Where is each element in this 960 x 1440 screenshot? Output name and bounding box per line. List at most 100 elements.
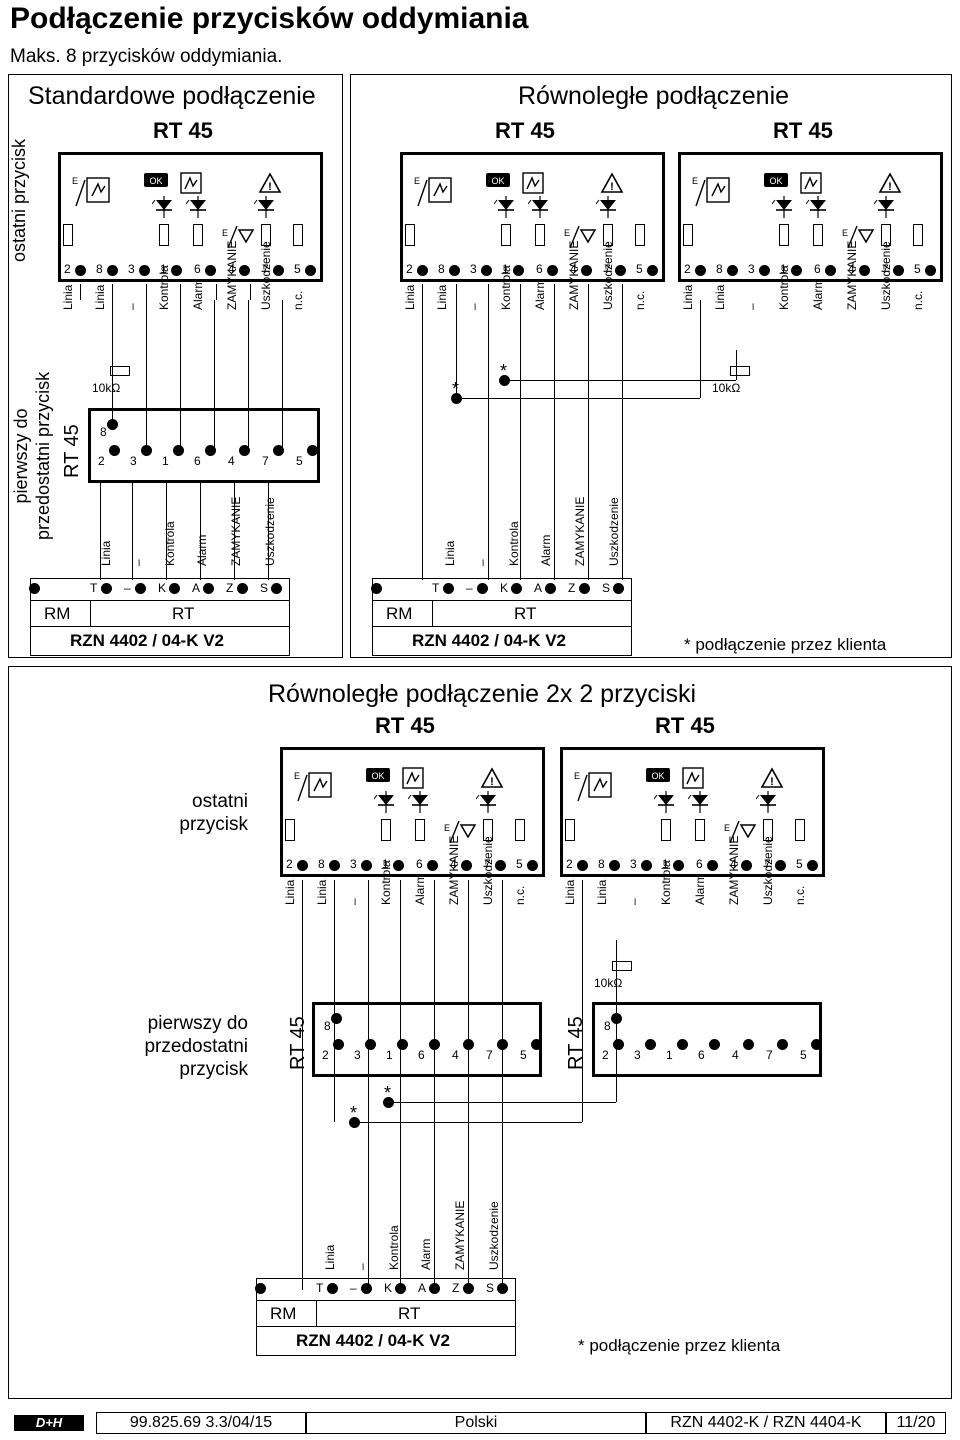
contact-block (535, 224, 545, 246)
wire (199, 480, 201, 580)
wire (433, 880, 435, 1290)
terminal-dot (332, 1038, 344, 1050)
panel-parallel (350, 74, 952, 658)
controller-terminal: Z (452, 1281, 460, 1295)
contact-block (483, 819, 493, 841)
terminal-number: 2 (98, 454, 105, 468)
terminal-dot (614, 264, 626, 276)
terminal-dot (238, 264, 250, 276)
ok-indicator-icon: OK (366, 768, 390, 782)
wire (735, 350, 737, 380)
rt45-side-label: RT 45 (61, 424, 83, 478)
terminal-number: 2 (286, 857, 293, 871)
terminal-number: 6 (194, 262, 201, 276)
terminal-number: 6 (536, 262, 543, 276)
footer: 99.825.69 3.3/04/15 Polski RZN 4402-K / … (0, 1412, 960, 1434)
terminal-label: Alarm (419, 1238, 433, 1270)
ok-indicator-icon: OK (144, 173, 168, 187)
wire (99, 480, 101, 580)
wire (615, 940, 617, 1102)
rt45-title: RT 45 (153, 118, 213, 143)
terminal-number: 7 (486, 1048, 493, 1062)
terminal-dot (328, 859, 340, 871)
controller-terminal: Z (568, 581, 576, 595)
terminal-dot (172, 444, 184, 456)
wire (179, 300, 181, 450)
wire (553, 284, 555, 580)
terminal-number: 4 (452, 1048, 459, 1062)
terminal-dot (106, 418, 118, 430)
section-title-standard: Standardowe podłączenie (28, 82, 316, 110)
manual-switch-icon: E (692, 176, 730, 207)
terminal-dot (480, 264, 492, 276)
terminal-number: 8 (604, 1019, 611, 1033)
led-icon (186, 196, 206, 218)
wire (581, 880, 583, 1122)
terminal-number: 4 (730, 857, 737, 871)
terminal-dot (858, 264, 870, 276)
terminal-label: ZAMYKANIE (447, 835, 461, 905)
terminal-dot (238, 444, 250, 456)
wire (455, 284, 457, 398)
terminal-dot (924, 264, 936, 276)
terminal-dot (392, 859, 404, 871)
controller-terminal: T (432, 581, 440, 595)
terminal-label: Kontrola (507, 521, 521, 566)
terminal-number: 5 (294, 262, 301, 276)
smoke-alarm-icon (402, 767, 424, 789)
wire (421, 284, 423, 580)
footer-language: Polski (306, 1412, 646, 1434)
led-icon (408, 791, 428, 813)
wire (354, 1121, 582, 1123)
terminal-dot (108, 444, 120, 456)
controller-par (372, 578, 632, 656)
terminal-number: 5 (914, 262, 921, 276)
terminal-number: 7 (764, 857, 771, 871)
svg-text:E: E (564, 228, 570, 238)
svg-text:E: E (692, 176, 698, 186)
resistor-label: 10kΩ (92, 381, 121, 395)
contact-block (515, 819, 525, 841)
wire (519, 284, 521, 580)
terminal-dot (360, 1282, 372, 1294)
note-parallel: * podłączenie przez klienta (684, 635, 887, 654)
terminal-dot (578, 582, 590, 594)
controller-divider (315, 1300, 317, 1326)
led-icon (476, 791, 496, 813)
rt45-title: RT 45 (375, 713, 435, 738)
terminal-dot (824, 264, 836, 276)
controller-rm: RM (386, 604, 413, 623)
terminal-dot (270, 582, 282, 594)
terminal-dot (28, 582, 40, 594)
note-parallel-2x2: * podłączenie przez klienta (578, 1336, 781, 1355)
controller-name: RZN 4402 / 04-K V2 (412, 631, 567, 650)
contact-block (501, 224, 511, 246)
section-title-parallel: Równoległe podłączenie (518, 82, 790, 110)
led-icon (806, 196, 826, 218)
controller-terminal: Z (226, 581, 234, 595)
wire (249, 284, 251, 300)
terminal-number: 6 (696, 857, 703, 871)
terminal-number: 8 (318, 857, 325, 871)
panel-parallel-2x2 (8, 666, 952, 1399)
terminal-dot (106, 264, 118, 276)
terminal-number: 7 (262, 454, 269, 468)
controller-terminal: K (500, 581, 509, 595)
controller-rt: RT (514, 604, 537, 623)
rt45-box-2x2-a (280, 747, 545, 877)
contact-block (565, 819, 575, 841)
terminal-label: Alarm (693, 873, 707, 905)
wire (399, 880, 401, 1290)
rt45-box-2x2-b (560, 747, 825, 877)
wire (699, 300, 701, 398)
terminal-label: ZAMYKANIE (453, 1200, 467, 1270)
resistor-10k (612, 961, 632, 971)
terminal-label: Linia (443, 540, 457, 566)
lock-switch-icon: E (444, 820, 477, 844)
terminal-label: Alarm (413, 873, 427, 905)
contact-block (405, 224, 415, 246)
terminal-dot (204, 444, 216, 456)
controller-std (30, 578, 290, 656)
terminal-dot (576, 859, 588, 871)
terminal-label: – (355, 1263, 369, 1270)
